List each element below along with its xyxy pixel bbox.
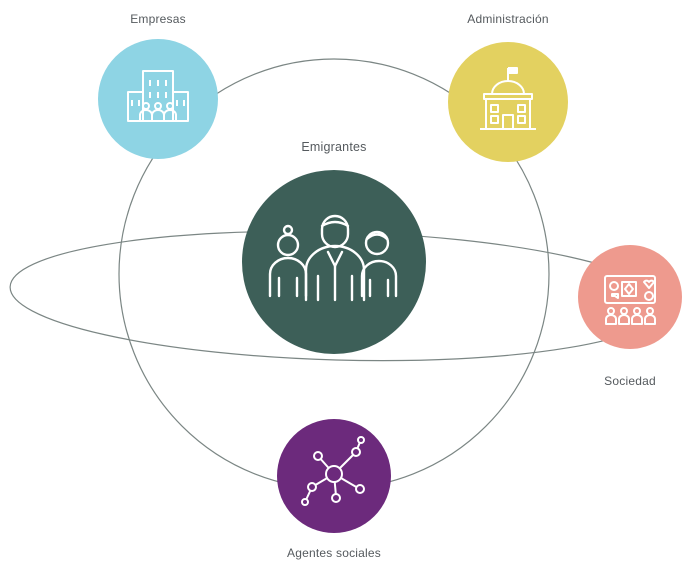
government-building-icon [480, 67, 536, 130]
network-nodes-icon [301, 436, 365, 506]
node-sociedad [578, 245, 682, 349]
label-sociedad: Sociedad [604, 374, 656, 388]
node-administracion [448, 42, 568, 162]
label-empresas: Empresas [130, 12, 186, 26]
people-group-icon [268, 214, 398, 302]
label-emigrantes: Emigrantes [301, 140, 367, 154]
node-agentes-sociales [277, 419, 391, 533]
node-emigrantes [242, 170, 426, 354]
label-agentes-sociales: Agentes sociales [287, 546, 381, 560]
office-building-icon [127, 70, 189, 122]
node-empresas [98, 39, 218, 159]
label-administracion: Administración [467, 12, 549, 26]
community-board-icon [604, 275, 656, 325]
